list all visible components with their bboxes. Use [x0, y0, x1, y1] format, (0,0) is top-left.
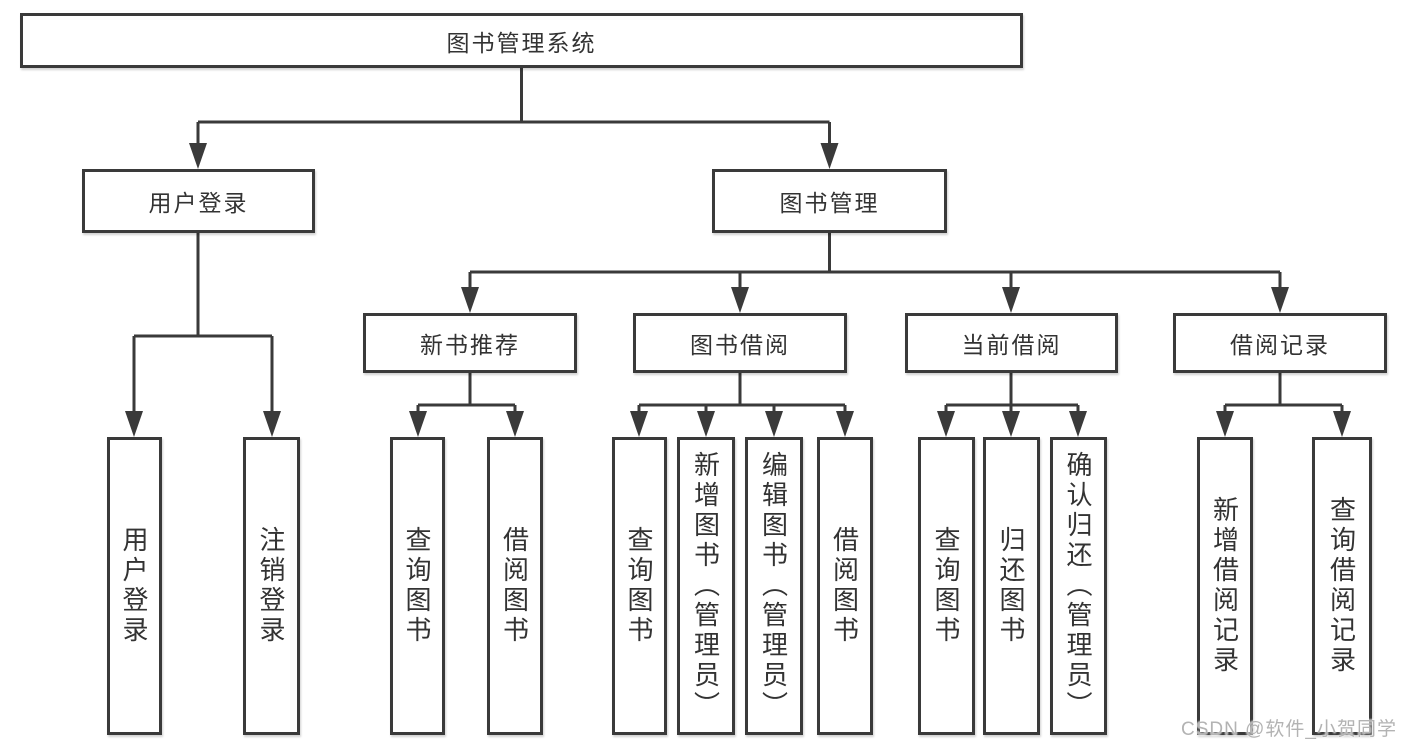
node-book-borrowing: 图书借阅 — [633, 313, 847, 373]
leaf-newbook-query-books: 查询图书 — [390, 437, 445, 735]
leaf-current-return-books: 归还图书 — [983, 437, 1040, 735]
node-book-management-system: 图书管理系统 — [20, 13, 1023, 68]
leaf-logout: 注销登录 — [243, 437, 300, 735]
node-user-login: 用户登录 — [82, 169, 315, 233]
leaf-records-add-record: 新增借阅记录 — [1197, 437, 1253, 735]
arrowhead-icons — [125, 143, 1351, 437]
node-borrow-records: 借阅记录 — [1173, 313, 1387, 373]
csdn-watermark: CSDN @软件_小贺同学 — [1181, 719, 1397, 740]
leaf-borrow-query-books: 查询图书 — [612, 437, 667, 735]
leaf-newbook-borrow-books: 借阅图书 — [487, 437, 543, 735]
node-book-management: 图书管理 — [712, 169, 947, 233]
leaf-borrow-add-books-admin: 新增图书（管理员） — [677, 437, 735, 735]
leaf-current-query-books: 查询图书 — [918, 437, 975, 735]
leaf-current-confirm-return-admin: 确认归还（管理员） — [1050, 437, 1107, 735]
leaf-user-login: 用户登录 — [107, 437, 162, 735]
leaf-borrow-edit-books-admin: 编辑图书（管理员） — [745, 437, 803, 735]
node-new-book-recommend: 新书推荐 — [363, 313, 577, 373]
leaf-borrow-borrow-books: 借阅图书 — [817, 437, 873, 735]
leaf-records-query-record: 查询借阅记录 — [1312, 437, 1372, 735]
node-current-borrowing: 当前借阅 — [905, 313, 1118, 373]
